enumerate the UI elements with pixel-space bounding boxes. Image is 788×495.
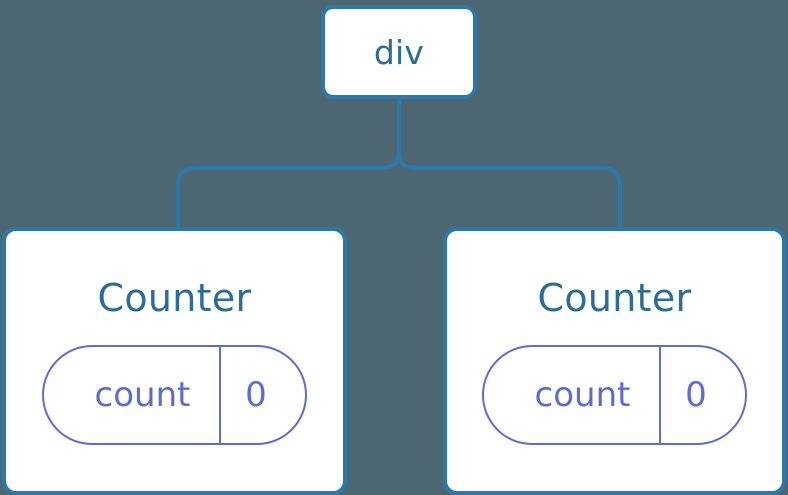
connector-branch-right [600, 166, 622, 232]
state-key-right-text: count [534, 375, 631, 415]
state-pill-divider-left [219, 347, 221, 443]
state-value-left-text: 0 [245, 375, 267, 415]
state-pill-left[interactable]: count 0 [42, 345, 307, 445]
state-value-right-text: 0 [685, 375, 707, 415]
state-key-left-text: count [94, 375, 191, 415]
state-value-left: 0 [221, 347, 305, 443]
connector-split-left [194, 148, 401, 170]
state-pill-divider-right [659, 347, 661, 443]
node-counter-right[interactable]: Counter count 0 [443, 227, 786, 495]
node-counter-right-label: Counter [537, 276, 692, 320]
node-counter-left-label: Counter [97, 276, 252, 320]
connector-branch-left [176, 166, 198, 232]
node-div[interactable]: div [321, 5, 477, 99]
state-key-right: count [484, 347, 659, 443]
node-counter-left[interactable]: Counter count 0 [2, 227, 347, 495]
connector-split-right [397, 148, 604, 170]
state-key-left: count [44, 347, 219, 443]
state-value-right: 0 [661, 347, 745, 443]
state-pill-right[interactable]: count 0 [482, 345, 747, 445]
node-div-label: div [373, 32, 425, 72]
